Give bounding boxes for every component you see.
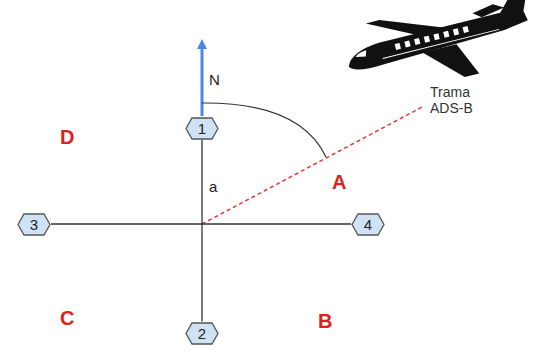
node-number: 1 — [198, 121, 206, 136]
hexagon-outline — [186, 118, 218, 139]
hexagon-outline — [186, 323, 218, 344]
node-number: 3 — [30, 217, 38, 232]
node-number: 2 — [198, 326, 206, 341]
diagram-label: C — [60, 307, 74, 330]
axis-line — [51, 223, 351, 224]
diagram-label: D — [60, 126, 74, 149]
hexagon-outline — [18, 214, 50, 235]
diagram-label: N — [209, 71, 220, 88]
hexagon-node: 4 — [351, 213, 385, 236]
axis-line — [201, 140, 202, 322]
hexagon-node: 3 — [17, 213, 51, 236]
diagram-label: A — [332, 171, 346, 194]
hexagon-outline — [352, 214, 384, 235]
hexagon-node: 2 — [185, 322, 219, 345]
north-arrow — [201, 44, 204, 116]
diagram-label: B — [318, 310, 332, 333]
node-number: 4 — [364, 217, 372, 232]
diagram-label: a — [209, 178, 217, 195]
hexagon-node: 1 — [185, 117, 219, 140]
adsb-ray — [202, 106, 424, 224]
diagram-label: Trama ADS-B — [430, 84, 482, 116]
angle-arc — [202, 103, 326, 157]
